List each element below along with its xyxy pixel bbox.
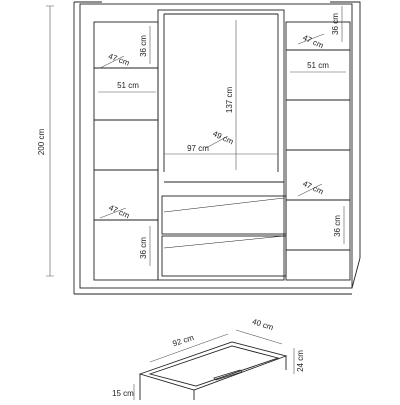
label-drawer-depth: 40 cm	[251, 317, 275, 332]
label-right-bottom-depth: 47 cm	[301, 179, 325, 197]
drawer-dimlines	[133, 329, 295, 400]
label-right-top-depth: 47 cm	[301, 33, 325, 51]
right-section	[285, 21, 351, 281]
label-hanging-height: 137 cm	[225, 87, 234, 114]
drawer-top-outline	[138, 341, 288, 391]
label-center-width: 97 cm	[187, 144, 209, 153]
dimline-rail-depth	[205, 135, 229, 149]
label-left-width: 51 cm	[117, 81, 139, 90]
bottom-right-corner	[351, 257, 361, 289]
label-left-bottom-height: 36 cm	[139, 237, 148, 259]
dimline-drawer-width	[149, 333, 229, 363]
label-left-top-height: 36 cm	[139, 35, 148, 57]
drawer-isometric	[138, 341, 288, 400]
drawer-upper-handle-line	[163, 197, 285, 213]
label-right-top-height: 36 cm	[331, 13, 340, 35]
label-overall-height: 200 cm	[37, 129, 46, 156]
label-drawer-width: 92 cm	[171, 333, 195, 348]
label-right-bottom-height: 36 cm	[333, 215, 342, 237]
dimline-left-bottom-depth	[99, 207, 127, 219]
drawer-inner-outline	[148, 345, 280, 387]
dimline-left-top-depth	[99, 55, 125, 69]
dimline-overall-height-ticks	[46, 5, 54, 277]
center-inner-walls	[163, 14, 279, 172]
label-right-width: 51 cm	[307, 61, 329, 70]
label-drawer-front-height: 15 cm	[112, 389, 134, 398]
dimline-right-bottom-depth	[297, 183, 323, 197]
drawer-lower-handle-line	[163, 235, 285, 249]
center-section	[157, 9, 285, 281]
right-depth-edge	[330, 1, 361, 258]
drawer-upper	[161, 195, 287, 235]
label-left-bottom-depth: 47 cm	[107, 203, 131, 221]
dimline-right-top-depth	[297, 33, 325, 45]
drawer-handle-slot	[213, 369, 243, 381]
label-left-top-depth: 47 cm	[107, 52, 131, 68]
wardrobe-front-frame	[79, 3, 353, 289]
label-rail-depth: 49 cm	[211, 129, 235, 147]
label-drawer-height: 24 cm	[296, 350, 305, 372]
dimline-drawer-depth	[235, 329, 283, 345]
